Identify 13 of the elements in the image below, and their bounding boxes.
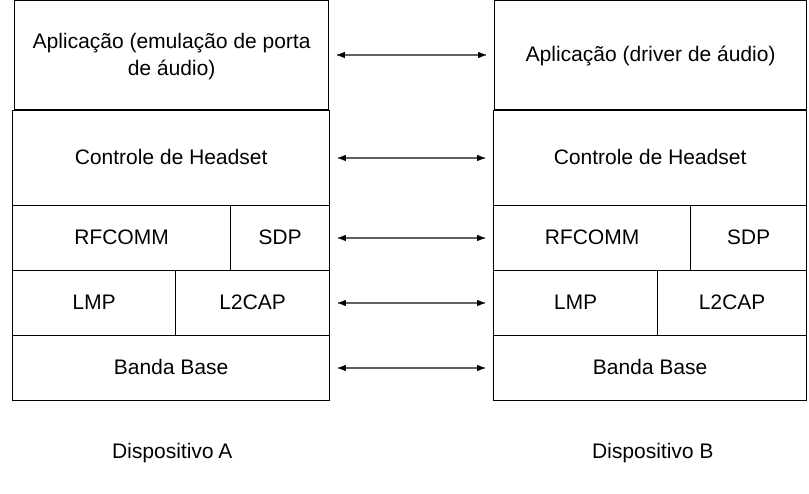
device-label: Dispositivo B — [592, 440, 714, 464]
double-arrow — [338, 154, 485, 162]
protocol-layer-box: Aplicação (emulação de porta de áudio) — [14, 0, 329, 110]
protocol-layer-box: Controle de Headset — [493, 110, 807, 206]
protocol-layer-box: Aplicação (driver de áudio) — [494, 0, 807, 110]
double-arrow — [337, 52, 486, 58]
protocol-layer-box: Banda Base — [12, 335, 330, 401]
protocol-layer-box: Banda Base — [493, 335, 807, 401]
protocol-layer-box: Controle de Headset — [12, 110, 330, 206]
device-label: Dispositivo A — [112, 440, 232, 464]
double-arrow — [338, 234, 485, 242]
double-arrow — [338, 364, 485, 372]
double-arrow — [338, 300, 485, 306]
